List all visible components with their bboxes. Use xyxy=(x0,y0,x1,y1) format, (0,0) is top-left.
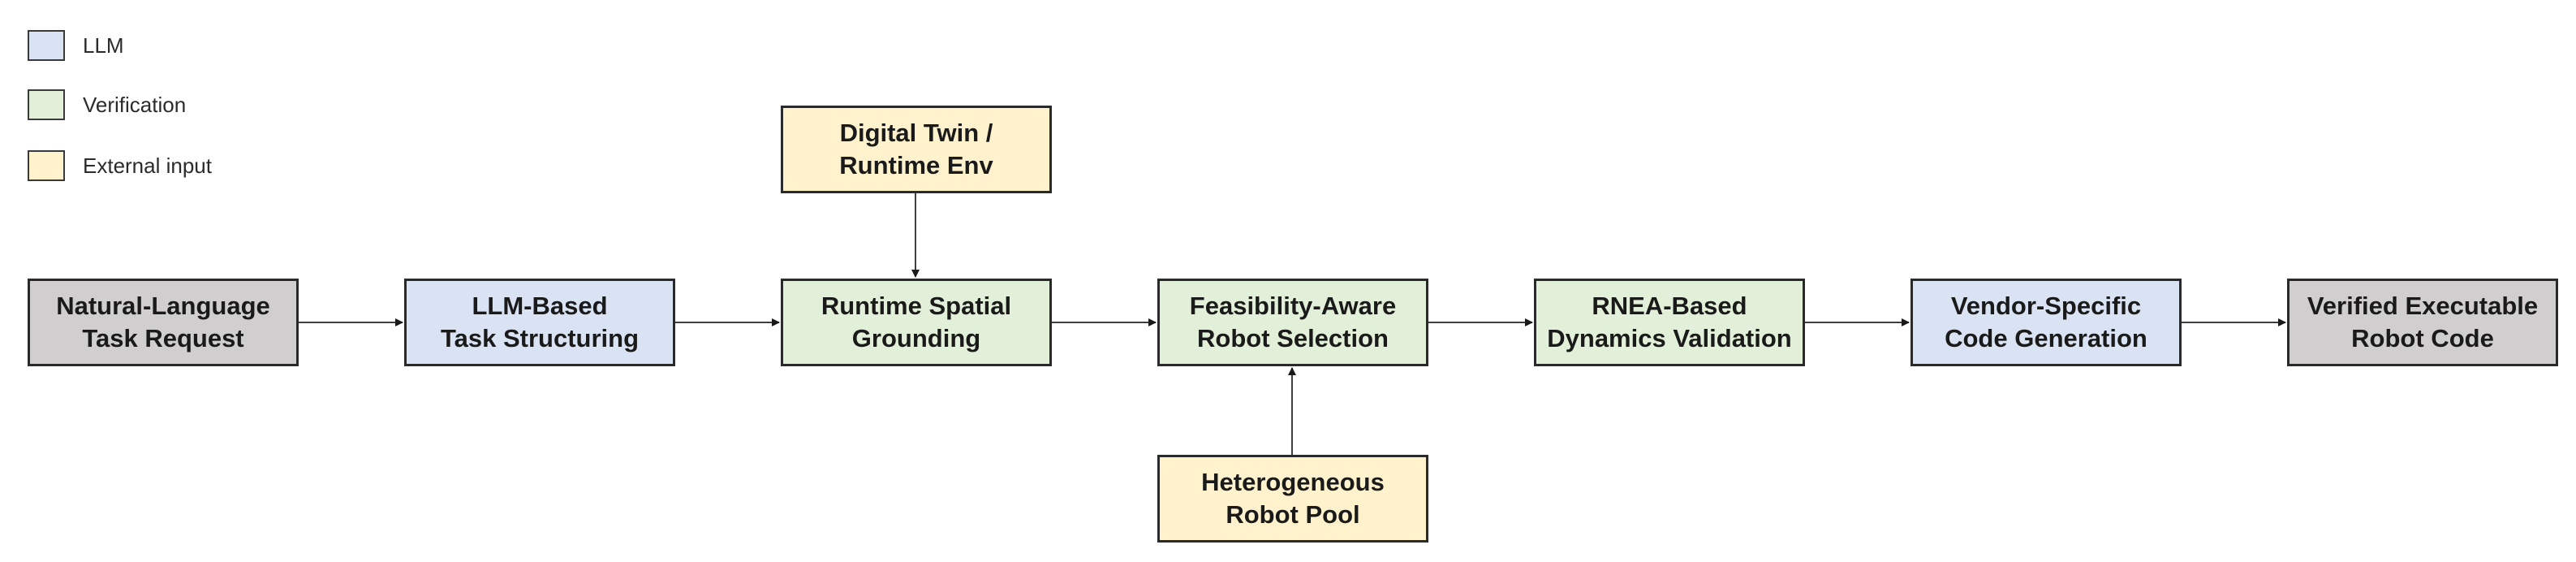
node-feasibility-aware-robot-selection: Feasibility-Aware Robot Selection xyxy=(1157,279,1428,366)
node-label-line2: Runtime Env xyxy=(839,151,993,179)
node-label-line2: Code Generation xyxy=(1945,324,2147,352)
legend-swatch-external-input xyxy=(28,150,65,181)
node-label-line2: Robot Selection xyxy=(1197,324,1389,352)
node-heterogeneous-robot-pool: Heterogeneous Robot Pool xyxy=(1157,455,1428,543)
node-digital-twin-runtime-env: Digital Twin / Runtime Env xyxy=(781,106,1052,193)
node-label-line2: Dynamics Validation xyxy=(1547,324,1792,352)
legend-label-external-input: External input xyxy=(83,153,212,178)
node-label-line1: RNEA-Based xyxy=(1592,292,1747,320)
node-label-line2: Task Structuring xyxy=(440,324,640,352)
node-label-line1: Digital Twin / xyxy=(839,119,993,147)
legend-label-verification: Verification xyxy=(83,92,187,117)
node-label-line1: Feasibility-Aware xyxy=(1189,292,1397,320)
legend-swatch-verification xyxy=(28,89,65,120)
legend-item-external-input: External input xyxy=(28,148,212,184)
node-label-line1: LLM-Based xyxy=(472,292,608,320)
node-label-line1: Verified Executable xyxy=(2307,292,2539,320)
node-rnea-based-dynamics-validation: RNEA-Based Dynamics Validation xyxy=(1534,279,1805,366)
node-vendor-specific-code-generation: Vendor-Specific Code Generation xyxy=(1910,279,2182,366)
node-label-line2: Task Request xyxy=(82,324,244,352)
legend-swatch-llm xyxy=(28,30,65,61)
node-label-line1: Vendor-Specific xyxy=(1950,292,2142,320)
legend-label-llm: LLM xyxy=(83,32,124,58)
legend-item-verification: Verification xyxy=(28,87,186,123)
legend-item-llm: LLM xyxy=(28,28,124,63)
node-label-line2: Robot Pool xyxy=(1226,500,1360,529)
node-label-line1: Natural-Language xyxy=(56,292,270,320)
node-verified-executable-robot-code: Verified Executable Robot Code xyxy=(2287,279,2558,366)
node-label-line2: Robot Code xyxy=(2351,324,2494,352)
node-natural-language-task-request: Natural-Language Task Request xyxy=(28,279,299,366)
node-runtime-spatial-grounding: Runtime Spatial Grounding xyxy=(781,279,1052,366)
node-label-line2: Grounding xyxy=(851,324,981,352)
node-label-line1: Heterogeneous xyxy=(1201,468,1385,496)
node-label-line1: Runtime Spatial xyxy=(821,292,1012,320)
node-llm-based-task-structuring: LLM-Based Task Structuring xyxy=(404,279,675,366)
